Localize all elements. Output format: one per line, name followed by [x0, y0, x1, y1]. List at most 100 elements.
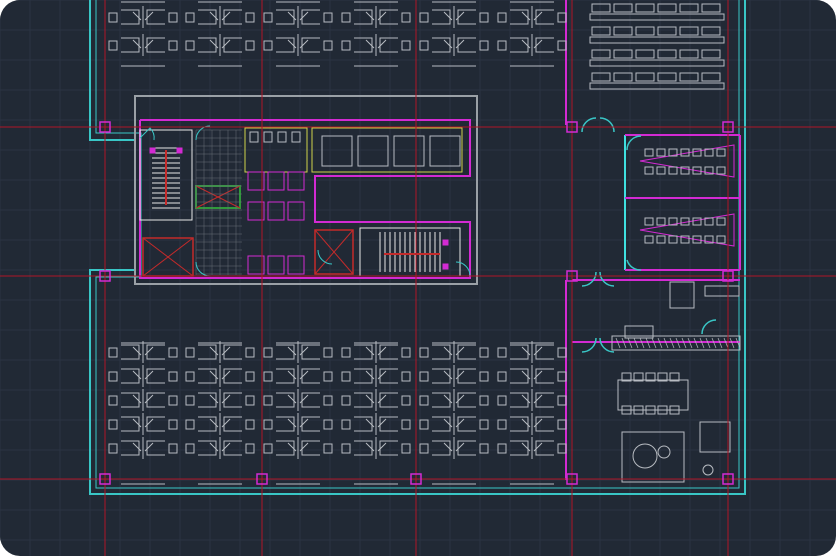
- desk: [198, 368, 217, 384]
- training-chair: [613, 3, 633, 13]
- chair: [168, 419, 178, 430]
- training-chair: [635, 49, 655, 59]
- chair: [557, 12, 567, 23]
- chair: [185, 40, 195, 51]
- desk: [535, 392, 554, 408]
- chair: [263, 347, 273, 358]
- core-partition: [139, 119, 471, 279]
- workstation-area-bottom: [108, 341, 567, 485]
- meeting-chair: [716, 166, 726, 175]
- chair: [108, 40, 118, 51]
- column: [566, 473, 578, 485]
- elevator-cross: [142, 237, 194, 277]
- chair: [341, 371, 351, 382]
- toilet-room: [321, 135, 353, 167]
- cabinet-hatch: [699, 337, 705, 349]
- training-chair: [591, 3, 611, 13]
- training-chair: [701, 26, 721, 36]
- training-chair: [591, 49, 611, 59]
- desk: [535, 416, 554, 432]
- chair: [401, 40, 411, 51]
- chair: [245, 347, 255, 358]
- chair: [479, 395, 489, 406]
- chair: [185, 443, 195, 454]
- elevator-cross: [314, 229, 354, 275]
- desk: [301, 392, 320, 408]
- exterior-wall-inner: [95, 0, 740, 489]
- toilet-block: [311, 127, 463, 173]
- desk: [121, 368, 140, 384]
- desk-chair-arc: [132, 39, 154, 49]
- desk: [146, 9, 165, 25]
- stair-left: [139, 129, 193, 221]
- training-chair: [657, 3, 677, 13]
- meeting-chair: [668, 217, 678, 226]
- training-chair: [701, 72, 721, 82]
- chair: [419, 419, 429, 430]
- conference-chair: [657, 405, 668, 415]
- chair: [341, 347, 351, 358]
- lounge-table: [632, 443, 658, 469]
- training-chair: [679, 3, 699, 13]
- chair: [323, 443, 333, 454]
- column: [99, 121, 111, 133]
- desk-chair-arc: [365, 39, 387, 49]
- desk: [198, 440, 217, 456]
- chair: [263, 12, 273, 23]
- desk: [146, 416, 165, 432]
- conference-chair: [657, 372, 668, 382]
- desk-chair-arc: [443, 394, 465, 404]
- cabinet-hatch: [663, 337, 669, 349]
- meeting-chair: [656, 217, 666, 226]
- chair: [401, 395, 411, 406]
- meeting-chair: [644, 217, 654, 226]
- chair: [168, 395, 178, 406]
- chair: [419, 12, 429, 23]
- desk: [379, 344, 398, 360]
- toilet-fixture: [291, 131, 301, 143]
- desk: [223, 368, 242, 384]
- training-table: [589, 36, 725, 44]
- toilet-stall: [287, 255, 305, 275]
- desk: [354, 392, 373, 408]
- chair: [185, 347, 195, 358]
- desk-chair-arc: [443, 11, 465, 21]
- conference-chair: [621, 405, 632, 415]
- desk-chair-arc: [132, 442, 154, 452]
- door-swing: [581, 271, 615, 287]
- meeting-chair: [692, 235, 702, 244]
- chair: [108, 419, 118, 430]
- chair: [245, 443, 255, 454]
- desk: [510, 392, 529, 408]
- cabinet-hatch: [645, 337, 651, 349]
- meeting-chair: [692, 217, 702, 226]
- desk: [432, 37, 451, 53]
- toilet-stall: [267, 255, 285, 275]
- exterior-wall: [89, 0, 746, 495]
- training-chair: [613, 72, 633, 82]
- desk-chair-arc: [443, 346, 465, 356]
- desk: [223, 9, 242, 25]
- training-chair: [635, 3, 655, 13]
- chair: [168, 371, 178, 382]
- toilet-room: [393, 135, 425, 167]
- desk-chair-arc: [521, 370, 543, 380]
- marker: [442, 263, 449, 270]
- meeting-chair: [680, 235, 690, 244]
- chair: [341, 443, 351, 454]
- chair: [245, 40, 255, 51]
- office-cabinet: [704, 285, 740, 297]
- conference-table-lower: [617, 379, 689, 411]
- meeting-chair: [692, 166, 702, 175]
- desk: [121, 440, 140, 456]
- desk: [121, 416, 140, 432]
- desk-chair-arc: [521, 11, 543, 21]
- desk-chair-arc: [521, 394, 543, 404]
- desk: [121, 9, 140, 25]
- conference-chair: [633, 405, 644, 415]
- desk: [301, 344, 320, 360]
- desk-chair-arc: [209, 346, 231, 356]
- desk: [301, 416, 320, 432]
